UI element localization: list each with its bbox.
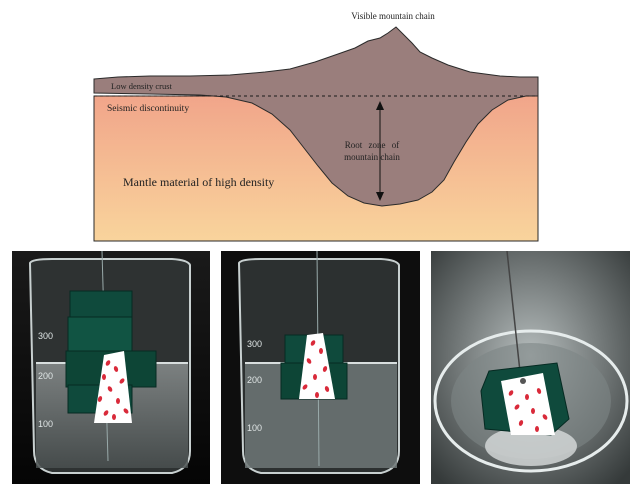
svg-text:100: 100 xyxy=(247,423,262,433)
root-label-line1: Root zone of xyxy=(345,140,400,150)
graduation-marks: 300 200 100 xyxy=(247,339,262,433)
seismic-label: Seismic discontinuity xyxy=(107,104,189,114)
sponge-block xyxy=(480,362,570,436)
photo-sponge-floating-low: 300 200 100 xyxy=(221,251,420,484)
svg-text:200: 200 xyxy=(247,375,262,385)
isostasy-diagram: Visible mountain chain Low density crust… xyxy=(93,11,539,242)
svg-text:100: 100 xyxy=(38,419,53,429)
svg-text:300: 300 xyxy=(247,339,262,349)
svg-text:200: 200 xyxy=(38,371,53,381)
sponge-block xyxy=(65,290,157,423)
photo-sponge-top-view xyxy=(431,251,630,484)
crust-label: Low density crust xyxy=(111,81,173,91)
mountain-label: Visible mountain chain xyxy=(351,11,435,21)
root-label-line2: mountain chain xyxy=(344,152,400,162)
wire xyxy=(506,251,522,382)
root-depth-arrow xyxy=(376,101,384,201)
svg-text:300: 300 xyxy=(38,331,53,341)
mantle-label: Mantle material of high density xyxy=(123,175,274,189)
sponge-block xyxy=(280,333,348,400)
photo-sponge-floating-high: 300 200 100 xyxy=(12,251,210,484)
beaker-rim xyxy=(433,329,629,473)
graduation-marks: 300 200 100 xyxy=(38,331,53,429)
